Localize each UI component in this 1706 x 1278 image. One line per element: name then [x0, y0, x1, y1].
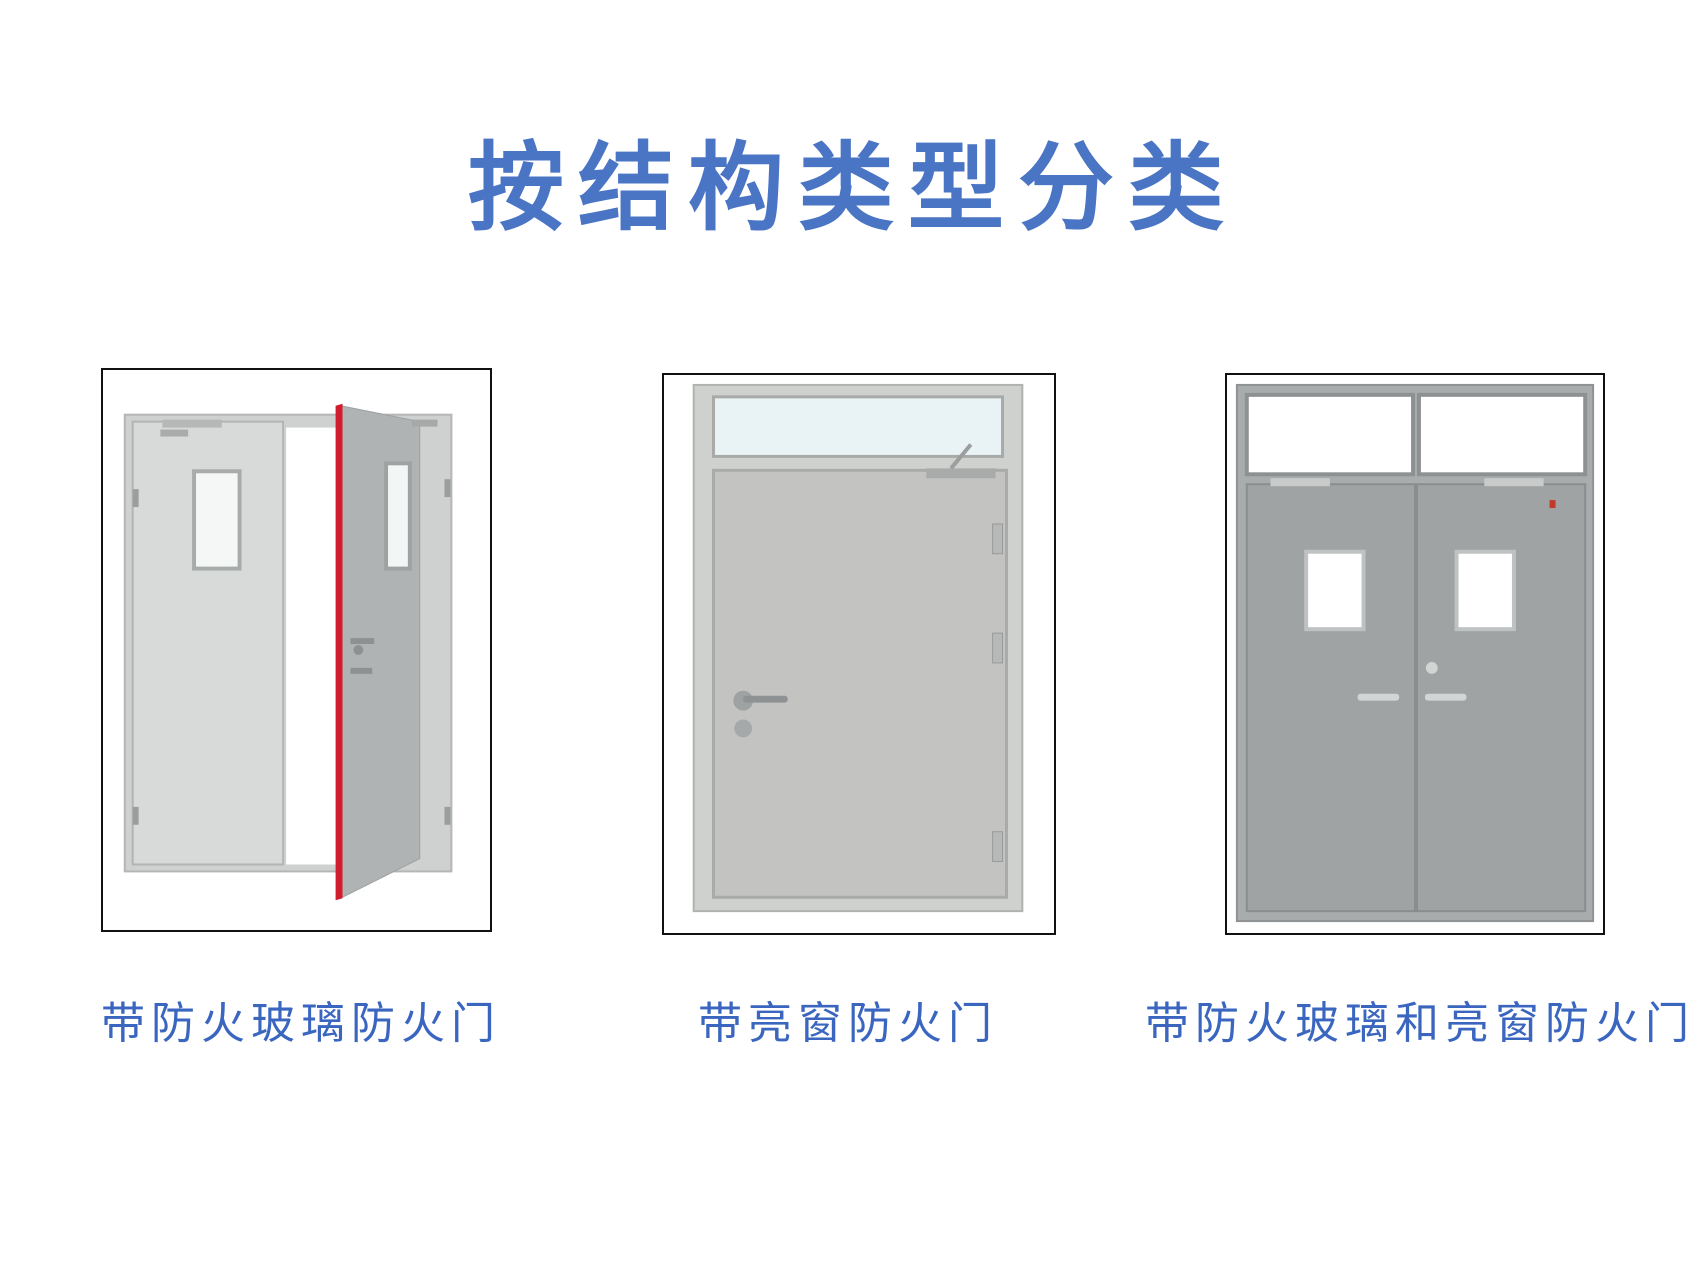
- door-image-frame-2: [662, 373, 1056, 935]
- door-caption-1: 带防火玻璃防火门: [101, 998, 501, 1049]
- fire-door-glass-transom-image: [1235, 383, 1595, 923]
- door-image-frame-3: [1225, 373, 1605, 935]
- fire-door-glass-image: [123, 403, 453, 901]
- door-caption-3: 带防火玻璃和亮窗防火门: [1145, 998, 1695, 1049]
- door-image-frame-1: [101, 368, 492, 932]
- page-title: 按结构类型分类: [468, 131, 1238, 244]
- door-caption-2: 带亮窗防火门: [698, 998, 998, 1049]
- fire-door-transom-image: [692, 383, 1024, 913]
